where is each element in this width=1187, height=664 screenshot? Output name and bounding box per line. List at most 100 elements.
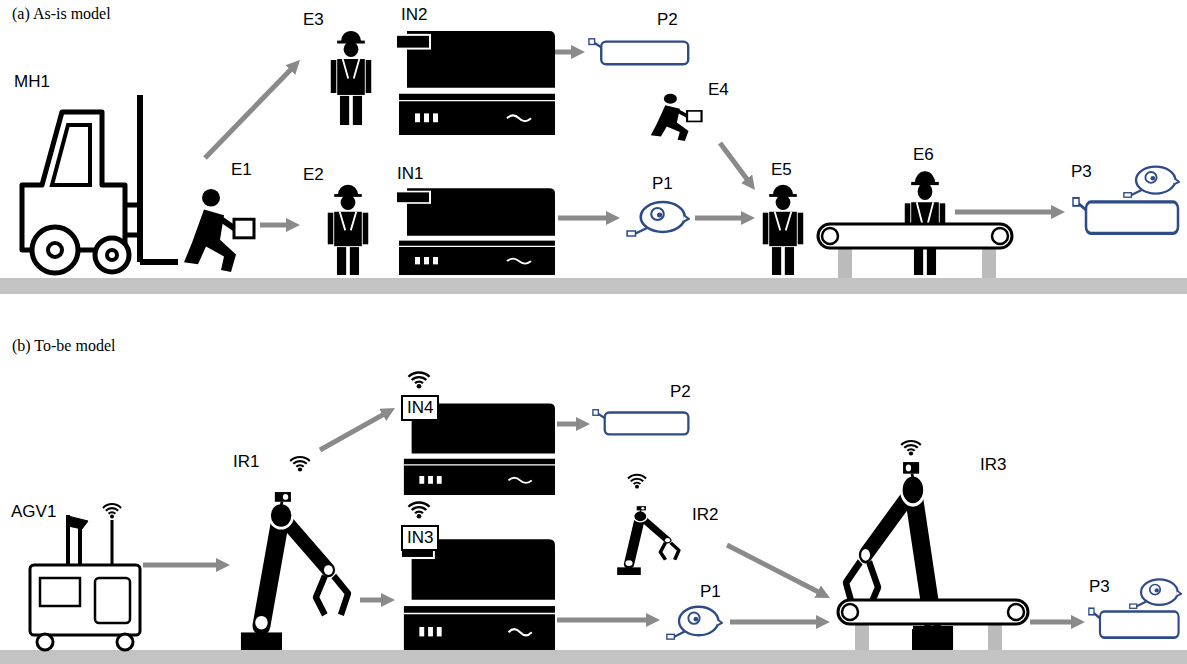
flow-arrow [260, 223, 292, 228]
flow-arrow [205, 66, 294, 158]
node-label: E1 [231, 160, 252, 180]
flow-arrow [557, 422, 582, 427]
wifi-symbol [901, 441, 921, 456]
conveyor [988, 624, 1002, 650]
figure-node: IN2 [395, 3, 555, 135]
figure-node: P3 [1065, 160, 1182, 250]
figure-node: E2 [300, 163, 375, 275]
wifi-symbol [408, 373, 429, 389]
node-label: AGV1 [11, 502, 56, 522]
figure-node: IN1 [393, 162, 558, 275]
figure-node: IN4 [395, 390, 557, 495]
figure-node: E3 [300, 8, 380, 128]
conveyor [1008, 604, 1024, 620]
flow-arrow [1030, 620, 1077, 625]
agv-vehicle [68, 516, 88, 529]
part-head [1124, 167, 1179, 198]
wifi-symbol [628, 475, 646, 489]
conveyor [842, 604, 858, 620]
agv-vehicle [117, 634, 133, 650]
node-label: P1 [700, 582, 721, 602]
part-head [667, 607, 722, 639]
conveyor [818, 224, 1012, 248]
robot-arm [617, 506, 679, 575]
figure-node: E1 [175, 158, 260, 275]
node-label: P1 [652, 174, 673, 194]
forklift [95, 238, 129, 272]
part-plate [589, 39, 688, 64]
flow-arrow [730, 620, 822, 625]
forklift [22, 112, 125, 250]
figure-node: IR1 [230, 450, 360, 650]
floor-band [0, 650, 1187, 664]
worker-crouching [651, 94, 702, 141]
node-label: IR2 [692, 505, 718, 525]
flow-arrow [695, 216, 747, 221]
forklift [52, 125, 90, 185]
agv-vehicle [37, 634, 53, 650]
forklift [22, 95, 178, 273]
agv-vehicle [78, 525, 82, 565]
agv-vehicle [95, 578, 130, 623]
forklift [48, 243, 62, 257]
flow-arrow [955, 210, 1057, 215]
node-label: E4 [708, 80, 729, 100]
figure-node: MH1 [10, 70, 175, 275]
flow-arrow [320, 412, 388, 450]
node-label: P3 [1089, 577, 1110, 597]
flow-arrow [727, 545, 823, 594]
forklift [125, 233, 140, 238]
node-label: E5 [771, 160, 792, 180]
node-label: P2 [657, 10, 678, 30]
part-plate [1089, 608, 1179, 637]
figure-node: P1 [620, 172, 695, 237]
part-head [1130, 579, 1181, 608]
robot-arm [846, 462, 953, 650]
figure-node: P2 [590, 380, 705, 440]
conveyor [822, 228, 838, 244]
flow-arrow [143, 563, 222, 568]
forklift [137, 95, 143, 262]
conveyor [838, 248, 852, 278]
conveyor [982, 248, 996, 278]
forklift [140, 259, 178, 265]
forklift [125, 203, 140, 208]
conveyor [913, 626, 953, 650]
flow-arrow [557, 618, 652, 623]
figure-node: E5 [755, 158, 810, 275]
figure-node: P3 [1085, 575, 1182, 647]
flow-arrow [360, 598, 387, 603]
worker-standing [763, 185, 803, 275]
figure-node: P2 [585, 8, 695, 68]
part-plate [1073, 198, 1178, 233]
conveyor [818, 224, 1012, 278]
node-label: MH1 [14, 72, 50, 92]
node-label: E2 [303, 165, 324, 185]
node-label: E3 [303, 10, 324, 30]
node-label: IR3 [980, 455, 1006, 475]
figure-node: P1 [660, 580, 730, 645]
figure-node: IR2 [612, 470, 727, 575]
agv-vehicle [30, 515, 140, 650]
panel-title: (a) As-is model [12, 4, 111, 24]
worker-crouching [184, 189, 254, 272]
node-label: P2 [670, 382, 691, 402]
floor-band [0, 278, 1187, 294]
agv-vehicle [30, 565, 140, 635]
figure-node: AGV1 [8, 500, 143, 650]
conveyor [855, 624, 869, 650]
forklift [107, 250, 117, 260]
conveyor [838, 600, 1028, 624]
figure-node: IR3 [830, 400, 1030, 650]
robot-arm [846, 462, 953, 650]
wifi-symbol [290, 457, 310, 472]
part-head [627, 202, 689, 236]
agv-vehicle [111, 520, 114, 565]
figure-node: E6 [895, 143, 955, 275]
conveyor [838, 600, 1028, 650]
node-label: IN2 [401, 5, 427, 25]
